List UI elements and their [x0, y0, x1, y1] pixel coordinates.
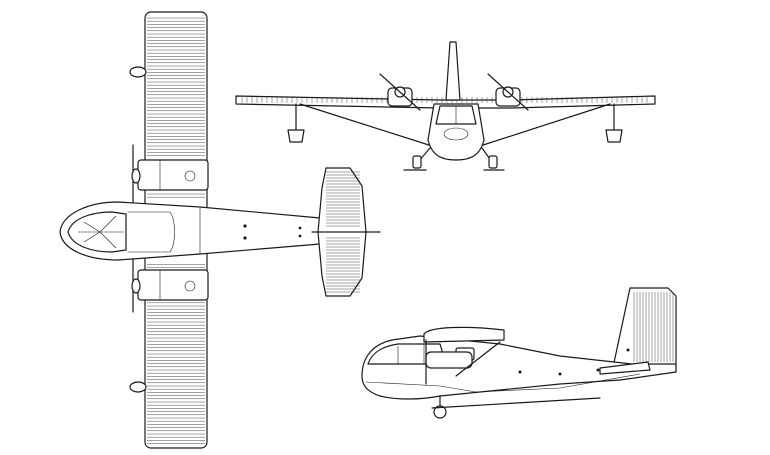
front-view-fin: [445, 41, 461, 101]
front-view-strut-right: [479, 103, 611, 147]
front-view-float-right: [605, 129, 623, 143]
top-view-float-upper: [129, 66, 147, 78]
top-view-wing-ribs: [147, 17, 205, 444]
front-view-float-left: [287, 129, 305, 143]
side-view-wing: [423, 326, 505, 343]
front-view-strut-left: [299, 103, 433, 147]
top-view-nacelle-lower: [137, 269, 209, 301]
front-view-propeller-right: [487, 73, 529, 111]
front-view-propeller-left: [379, 73, 421, 111]
side-view-tailplane: [599, 361, 651, 375]
side-view: [361, 287, 677, 419]
top-view: [59, 11, 381, 449]
top-view-nacelle-upper: [137, 159, 209, 191]
side-view-wheel: [433, 405, 447, 419]
side-view-strut: [455, 341, 501, 377]
front-view: [235, 41, 656, 171]
top-view-float-lower: [129, 381, 147, 393]
side-view-nacelle: [425, 351, 473, 369]
side-view-fin-ribs: [633, 292, 674, 362]
top-view-tailplane-ribs: [326, 171, 360, 293]
side-view-fin: [611, 287, 677, 373]
